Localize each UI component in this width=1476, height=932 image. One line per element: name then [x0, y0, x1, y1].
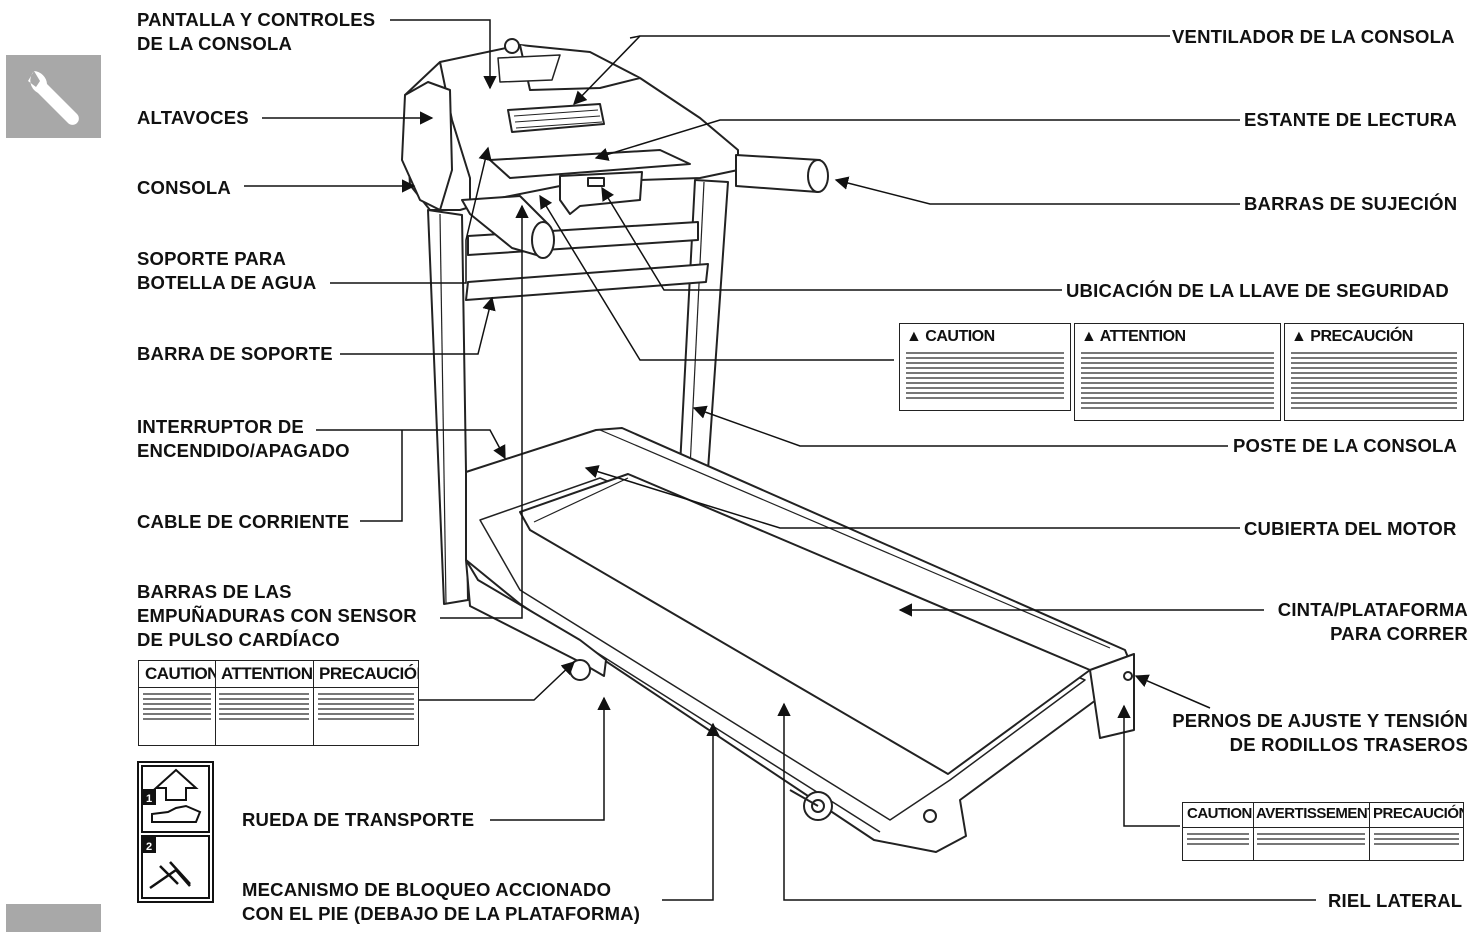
label-poste: POSTE DE LA CONSOLA — [1233, 435, 1458, 456]
warning-triangle-icon: ▲ — [1291, 328, 1307, 345]
leader-grip-decal — [418, 661, 575, 701]
label-barras-sujecion: BARRAS DE SUJECIÓN — [1244, 193, 1458, 214]
leader-interruptor — [316, 429, 506, 460]
console-warning-precaucion: ▲ PRECAUCIÓN — [1284, 323, 1464, 421]
label-rueda: RUEDA DE TRANSPORTE — [242, 809, 475, 830]
label-cinta: CINTA/PLATAFORMA PARA CORRER — [1277, 599, 1468, 644]
warning-triangle-icon: ▲ — [906, 328, 922, 345]
label-barras-empunaduras: BARRAS DE LAS EMPUÑADURAS CON SENSOR DE … — [137, 581, 417, 650]
leader-mecanismo — [662, 722, 720, 901]
leader-cable — [360, 430, 403, 522]
label-pernos: PERNOS DE AJUSTE Y TENSIÓN DE RODILLOS T… — [1172, 710, 1468, 755]
leader-console-decal — [539, 194, 894, 361]
label-cable: CABLE DE CORRIENTE — [137, 511, 350, 532]
label-riel: RIEL LATERAL — [1328, 890, 1463, 911]
label-altavoces: ALTAVOCES — [137, 107, 249, 128]
leader-soporte-botella — [330, 146, 492, 284]
leader-roller-decal — [1117, 704, 1180, 827]
label-llave: UBICACIÓN DE LA LLAVE DE SEGURIDAD — [1066, 280, 1449, 301]
console-warning-attention: ▲ ATTENTION — [1074, 323, 1281, 421]
leader-sujecion — [834, 176, 1240, 205]
label-barra-soporte: BARRA DE SOPORTE — [137, 343, 333, 364]
leader-empunaduras — [440, 204, 529, 619]
leader-barra-soporte — [340, 296, 496, 355]
leader-estante — [594, 119, 1240, 161]
foot-pedal-icon — [151, 804, 202, 823]
foot-lock-pictogram: 1 2 — [137, 761, 214, 903]
wrench-icon — [28, 71, 79, 125]
roller-warning-decal: CAUTION AVERTISSEMENT PRECAUCIÓN — [1182, 802, 1464, 861]
treadmill-drawing — [401, 38, 1135, 853]
section-tab — [6, 55, 101, 138]
label-ventilador: VENTILADOR DE LA CONSOLA — [1172, 26, 1455, 47]
leader-rueda — [490, 696, 611, 821]
leader-poste — [692, 405, 1228, 447]
warning-triangle-icon: ▲ — [1081, 328, 1097, 345]
leader-ventilador-2 — [629, 35, 641, 39]
leader-pernos — [1134, 674, 1211, 709]
step-2: 2 — [146, 841, 152, 853]
page-number-tab — [6, 904, 101, 932]
leader-cubierta — [584, 465, 1240, 529]
leader-llave — [601, 186, 1062, 291]
label-interruptor: INTERRUPTOR DE ENCENDIDO/APAGADO — [137, 416, 350, 461]
label-estante: ESTANTE DE LECTURA — [1244, 109, 1457, 130]
console-warning-caution: ▲ CAUTION — [899, 323, 1071, 411]
leader-pantalla — [390, 19, 497, 90]
leader-lines — [244, 19, 1316, 901]
label-mecanismo: MECANISMO DE BLOQUEO ACCIONADO CON EL PI… — [242, 879, 641, 924]
step-1: 1 — [146, 793, 152, 805]
label-pantalla: PANTALLA Y CONTROLES DE LA CONSOLA — [137, 9, 376, 54]
arrow-up-icon — [153, 768, 199, 801]
grip-warning-decal: CAUTION ATTENTION PRECAUCIÓN — [138, 660, 419, 746]
label-soporte-botella: SOPORTE PARA BOTELLA DE AGUA — [137, 248, 317, 293]
label-consola: CONSOLA — [137, 177, 231, 198]
label-cubierta: CUBIERTA DEL MOTOR — [1244, 518, 1457, 539]
leader-riel — [777, 702, 1316, 901]
